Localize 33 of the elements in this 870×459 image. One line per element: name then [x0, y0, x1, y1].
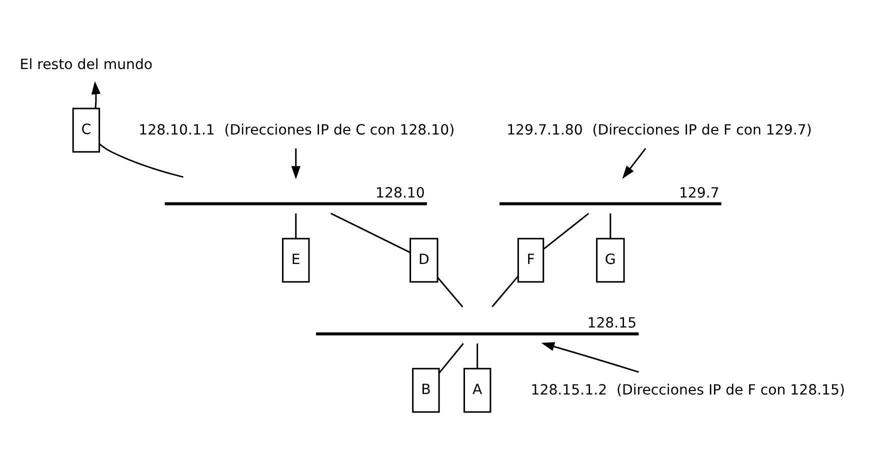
connector: [99, 143, 184, 178]
node-label: 128.15: [587, 315, 637, 332]
node-text: 129.7.1.80: [506, 122, 583, 138]
node-label: (Direcciones IP de F con 129.7): [592, 122, 812, 138]
connector: [543, 212, 590, 250]
node-label: (Direcciones IP de F con 128.15): [616, 382, 846, 399]
node-label: 128.10: [376, 185, 425, 202]
node-box: C: [72, 108, 100, 153]
node-bar: [500, 202, 722, 206]
node-box: D: [410, 238, 438, 283]
node-text: 128.10.1.1: [138, 122, 215, 138]
node-text: 128.15.1.2: [530, 382, 608, 399]
node-box: F: [517, 238, 544, 283]
arrow: [622, 148, 646, 179]
connector: [438, 343, 464, 374]
connector: [610, 213, 612, 238]
arrow: [541, 342, 639, 373]
node-box: E: [282, 238, 310, 283]
node-box: G: [596, 238, 625, 283]
arrow: [291, 148, 300, 180]
node-box: B: [412, 368, 440, 413]
node-bar: [164, 202, 427, 206]
connector: [492, 276, 519, 308]
node-bar: [316, 332, 639, 336]
node-text: El resto del mundo: [20, 56, 153, 73]
connector: [476, 344, 478, 368]
connector: [437, 277, 464, 308]
connector: [295, 213, 297, 238]
connector: [330, 212, 411, 254]
node-box: A: [463, 368, 492, 413]
node-label: 129.7: [678, 185, 720, 202]
arrow: [91, 81, 101, 108]
node-label: (Direcciones IP de C con 128.10): [224, 122, 455, 138]
